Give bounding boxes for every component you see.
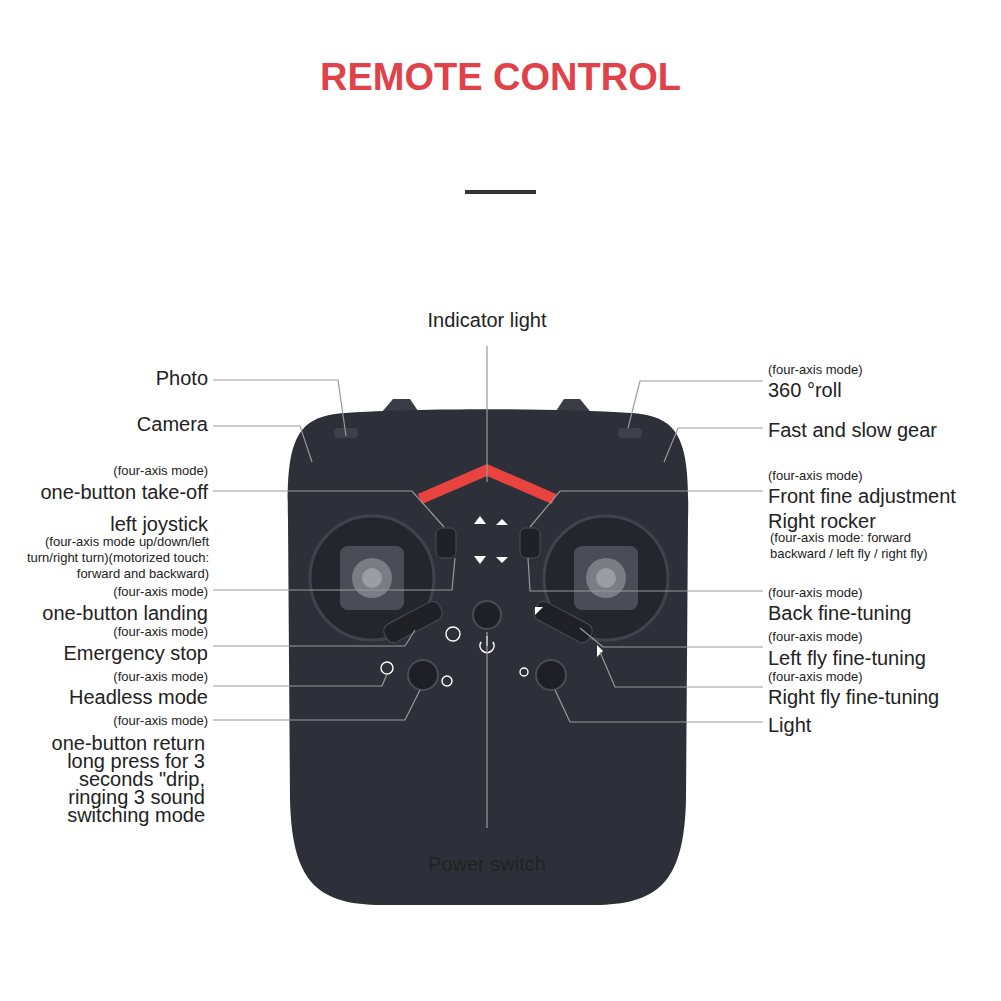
leader-lines	[213, 426, 312, 462]
buttons	[436, 528, 456, 558]
buttons	[536, 660, 566, 690]
buttons	[531, 599, 595, 646]
mode-note: (four-axis mode)	[113, 669, 208, 685]
leader-lines	[486, 632, 487, 828]
remote-body	[288, 409, 688, 905]
buttons	[473, 601, 501, 629]
left-joystick	[352, 558, 392, 598]
callout-label: Indicator light	[337, 308, 637, 332]
callout-label: one-button landing	[42, 601, 208, 625]
right-joystick	[574, 546, 638, 610]
callout-label: Right fly fine-tuning	[768, 685, 939, 709]
mode-note: (four-axis mode)	[113, 713, 208, 729]
mode-note: (four-axis mode)	[113, 463, 208, 479]
buttons	[474, 516, 486, 524]
callout-label: Power switch	[337, 852, 637, 876]
title-underline	[465, 190, 536, 194]
leader-lines	[213, 674, 387, 686]
mode-note: (four-axis mode)	[768, 468, 863, 484]
buttons	[446, 627, 460, 641]
right-joystick	[596, 568, 616, 588]
leader-lines	[213, 380, 346, 436]
mode-note: (four-axis mode up/down/left turn/right …	[4, 534, 209, 582]
leader-lines	[628, 381, 763, 428]
buttons	[496, 519, 508, 525]
remote-body	[288, 399, 688, 905]
right-joystick	[586, 558, 626, 598]
callout-label: Camera	[137, 412, 208, 436]
callout-label: Fast and slow gear	[768, 418, 937, 442]
callout-label: Front fine adjustment	[768, 484, 956, 508]
buttons	[520, 528, 540, 558]
callout-label: Headless mode	[69, 685, 208, 709]
leader-lines	[213, 690, 420, 720]
callout-label: Emergency stop	[63, 641, 208, 665]
buttons	[474, 556, 486, 564]
leader-lines	[528, 558, 763, 591]
leader-lines	[213, 491, 444, 527]
buttons	[520, 668, 528, 676]
callout-label: Back fine-tuning	[768, 601, 911, 625]
mode-note: (four-axis mode)	[768, 629, 863, 645]
leader-lines	[600, 652, 763, 687]
buttons	[381, 662, 393, 674]
buttons	[535, 607, 543, 615]
callout-label: Right rocker	[768, 509, 876, 533]
callout-label: Left fly fine-tuning	[768, 646, 926, 670]
leader-lines	[486, 346, 487, 482]
mode-note: (four-axis mode)	[768, 585, 863, 601]
leader-lines	[664, 428, 763, 462]
mode-note: (four-axis mode)	[113, 584, 208, 600]
left-joystick	[362, 568, 382, 588]
page-title: REMOTE CONTROL	[0, 56, 1001, 99]
leader-lines	[555, 690, 763, 722]
callout-label: Light	[768, 713, 811, 737]
buttons	[381, 516, 603, 690]
left-joystick	[340, 546, 404, 610]
leader-lines	[213, 558, 455, 590]
mode-note: (four-axis mode: forward backward / left…	[770, 530, 960, 562]
leader-lines	[530, 491, 763, 527]
buttons	[381, 599, 445, 646]
buttons	[408, 660, 438, 690]
callout-label: 360 °roll	[768, 378, 842, 402]
leader-lines	[213, 630, 415, 646]
callout-label: one-button take-off	[40, 480, 208, 504]
buttons	[496, 557, 508, 563]
callout-label: one-button return long press for 3 secon…	[19, 734, 205, 824]
leader-lines	[580, 628, 763, 647]
callout-label: Photo	[156, 366, 208, 390]
callout-label: left joystick	[110, 512, 208, 536]
mode-note: (four-axis mode)	[113, 624, 208, 640]
mode-note: (four-axis mode)	[768, 362, 863, 378]
buttons	[442, 676, 452, 686]
mode-note: (four-axis mode)	[768, 669, 863, 685]
remote-body	[618, 428, 642, 438]
leader-lines	[213, 346, 763, 828]
